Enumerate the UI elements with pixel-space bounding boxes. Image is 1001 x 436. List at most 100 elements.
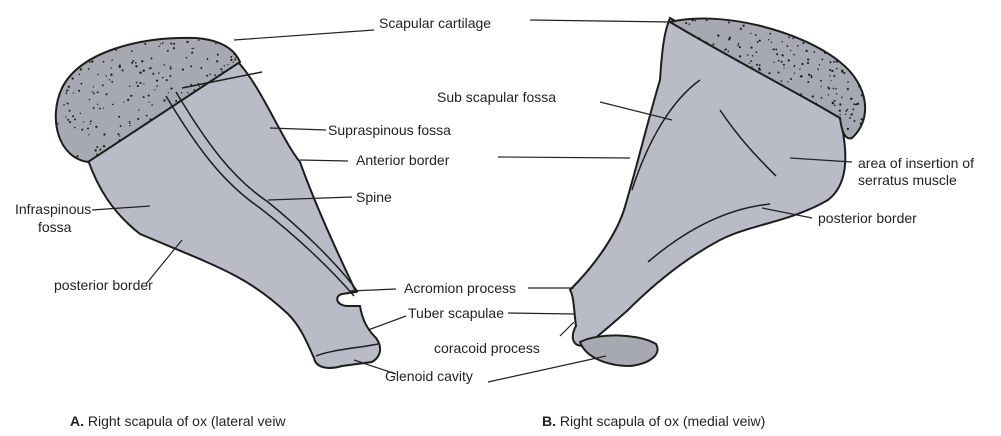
stipple-dot bbox=[135, 65, 137, 67]
stipple-dot bbox=[728, 39, 730, 41]
stipple-dot bbox=[89, 61, 91, 63]
stipple-dot bbox=[769, 33, 771, 35]
stipple-dot bbox=[215, 43, 216, 44]
stipple-dot bbox=[793, 65, 795, 67]
stipple-dot bbox=[76, 155, 78, 157]
stipple-dot bbox=[787, 81, 788, 82]
stipple-dot bbox=[65, 81, 66, 82]
stipple-dot bbox=[752, 55, 754, 57]
stipple-dot bbox=[95, 149, 97, 151]
stipple-dot bbox=[71, 77, 73, 79]
stipple-dot bbox=[841, 97, 843, 99]
stipple-dot bbox=[850, 98, 852, 100]
stipple-dot bbox=[802, 42, 804, 44]
stipple-dot bbox=[163, 99, 165, 101]
stipple-dot bbox=[751, 66, 753, 68]
stipple-dot bbox=[160, 43, 161, 44]
stipple-dot bbox=[817, 68, 819, 70]
stipple-dot bbox=[800, 76, 802, 78]
stipple-dot bbox=[156, 80, 158, 82]
stipple-dot bbox=[233, 61, 234, 62]
stipple-dot bbox=[115, 49, 117, 51]
stipple-dot bbox=[759, 69, 761, 71]
stipple-dot bbox=[805, 50, 807, 52]
stipple-dot bbox=[778, 60, 780, 62]
stipple-dot bbox=[109, 79, 110, 80]
stipple-dot bbox=[97, 74, 98, 75]
stipple-dot bbox=[729, 36, 731, 38]
scapula-lateral-view bbox=[56, 38, 380, 368]
stipple-dot bbox=[728, 22, 730, 24]
stipple-dot bbox=[833, 75, 835, 77]
stipple-dot bbox=[95, 126, 97, 128]
stipple-dot bbox=[67, 119, 69, 121]
stipple-dot bbox=[143, 83, 144, 84]
stipple-dot bbox=[170, 42, 172, 44]
stipple-dot bbox=[797, 45, 799, 47]
stipple-dot bbox=[706, 20, 708, 22]
stipple-dot bbox=[227, 64, 228, 65]
stipple-dot bbox=[807, 62, 809, 64]
stipple-dot bbox=[173, 47, 175, 49]
stipple-dot bbox=[852, 108, 854, 110]
stipple-dot bbox=[96, 146, 98, 148]
leader-anterior-border-a bbox=[300, 160, 348, 161]
stipple-dot bbox=[170, 67, 172, 69]
stipple-dot bbox=[220, 68, 222, 70]
stipple-dot bbox=[129, 121, 131, 123]
stipple-dot bbox=[695, 20, 696, 21]
stipple-dot bbox=[224, 65, 226, 67]
label-anterior-border: Anterior border bbox=[356, 152, 449, 168]
stipple-dot bbox=[170, 66, 171, 67]
stipple-dot bbox=[81, 129, 83, 131]
stipple-dot bbox=[856, 103, 858, 105]
stipple-dot bbox=[111, 59, 113, 61]
stipple-dot bbox=[117, 133, 119, 135]
stipple-dot bbox=[821, 97, 823, 99]
stipple-dot bbox=[106, 75, 107, 76]
stipple-dot bbox=[777, 71, 779, 73]
stipple-dot bbox=[235, 57, 236, 58]
stipple-dot bbox=[832, 70, 834, 72]
stipple-dot bbox=[143, 70, 145, 72]
stipple-dot bbox=[222, 71, 224, 73]
stipple-dot bbox=[839, 114, 840, 115]
stipple-dot bbox=[739, 46, 741, 48]
stipple-dot bbox=[162, 77, 164, 79]
stipple-dot bbox=[88, 134, 89, 135]
stipple-dot bbox=[757, 41, 759, 43]
stipple-dot bbox=[233, 54, 235, 56]
stipple-dot bbox=[827, 87, 829, 89]
stipple-dot bbox=[815, 103, 817, 105]
stipple-dot bbox=[97, 104, 98, 105]
stipple-dot bbox=[92, 91, 93, 92]
stipple-dot bbox=[773, 48, 775, 50]
stipple-dot bbox=[839, 109, 841, 111]
stipple-dot bbox=[836, 68, 838, 70]
stipple-dot bbox=[111, 67, 112, 68]
stipple-dot bbox=[217, 54, 219, 56]
stipple-dot bbox=[230, 59, 232, 61]
stipple-dot bbox=[781, 54, 783, 56]
stipple-dot bbox=[812, 95, 814, 97]
stipple-dot bbox=[68, 86, 70, 88]
stipple-dot bbox=[790, 50, 791, 51]
stipple-dot bbox=[197, 83, 199, 85]
stipple-dot bbox=[864, 114, 866, 116]
stipple-dot bbox=[65, 116, 66, 117]
stipple-dot bbox=[824, 52, 826, 54]
stipple-dot bbox=[689, 23, 691, 25]
stipple-dot bbox=[190, 93, 192, 95]
stipple-dot bbox=[162, 42, 164, 44]
stipple-dot bbox=[103, 107, 104, 108]
stipple-dot bbox=[129, 123, 131, 125]
stipple-dot bbox=[89, 99, 91, 101]
stipple-dot bbox=[118, 116, 120, 118]
stipple-dot bbox=[738, 43, 740, 45]
stipple-dot bbox=[148, 101, 149, 102]
stipple-dot bbox=[800, 94, 802, 96]
label-scapular-cartilage: Scapular cartilage bbox=[379, 15, 491, 31]
leader-tuber-scapulae-b bbox=[508, 313, 574, 314]
stipple-dot bbox=[756, 64, 758, 66]
stipple-dot bbox=[841, 71, 843, 73]
